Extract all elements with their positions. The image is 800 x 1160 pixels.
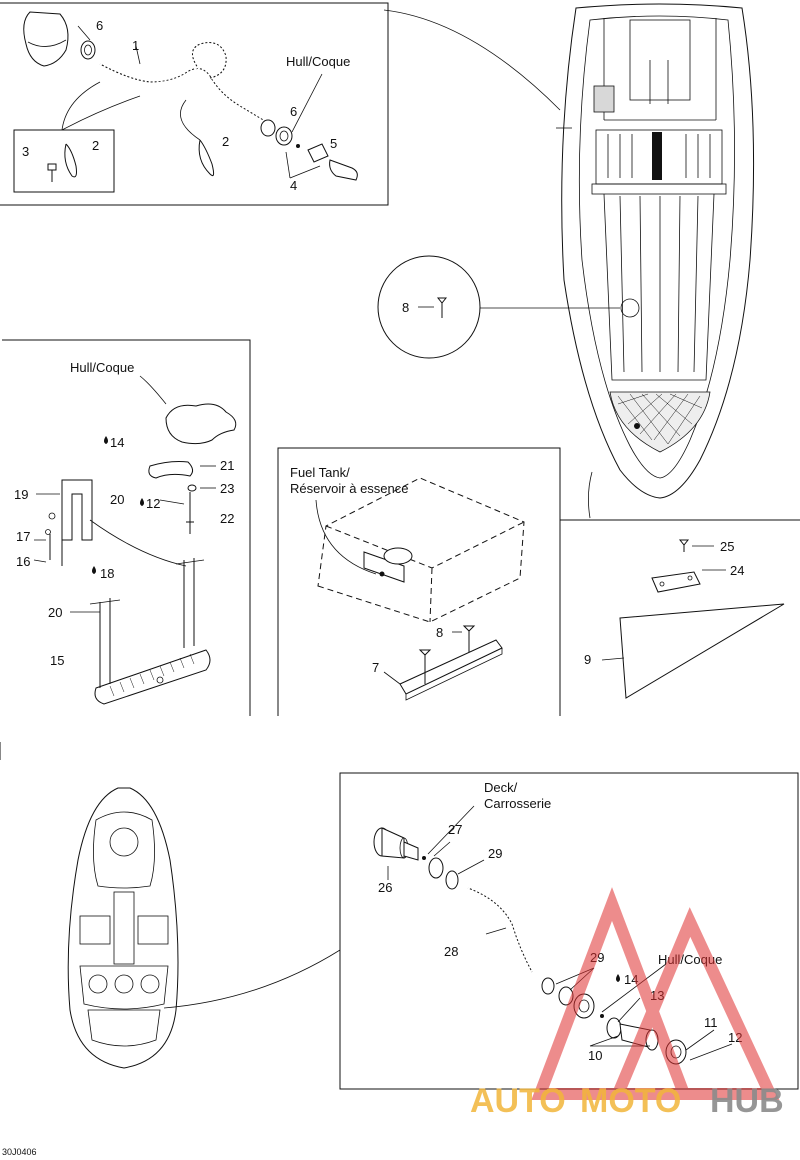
plate-panel [559, 519, 800, 716]
callout-9: 9 [584, 652, 591, 667]
callout-17: 17 [16, 529, 30, 544]
callout-2-box: 2 [92, 138, 99, 153]
deck-label-line1: Deck/ [484, 780, 518, 795]
callout-8-circle: 8 [402, 300, 409, 315]
callout-20-lower: 20 [48, 605, 62, 620]
oil-drop-icon [140, 498, 144, 506]
tank-title-line2: Réservoir à essence [290, 481, 409, 496]
callout-18: 18 [100, 566, 114, 581]
callout-6-lower: 6 [290, 104, 297, 119]
oil-drop-icon [92, 566, 96, 574]
callout-4: 4 [290, 178, 297, 193]
watercraft-front-view [0, 742, 341, 1069]
callout-21: 21 [220, 458, 234, 473]
label-hull-top: Hull/Coque [286, 54, 350, 69]
watercraft-top-view [556, 3, 755, 499]
label-hull-left: Hull/Coque [70, 360, 134, 375]
callout-7: 7 [372, 660, 379, 675]
callout-19: 19 [14, 487, 28, 502]
callout-24: 24 [730, 563, 744, 578]
tank-title-line1: Fuel Tank/ [290, 465, 350, 480]
deck-label-line2: Carrosserie [484, 796, 551, 811]
callout-1: 1 [132, 38, 139, 53]
hose-panel [0, 2, 561, 206]
callout-28: 28 [444, 944, 458, 959]
callout-29: 29 [488, 846, 502, 861]
callout-11: 11 [704, 1015, 718, 1030]
callout-14: 14 [110, 435, 124, 450]
callout-15: 15 [50, 653, 64, 668]
callout-26: 26 [378, 880, 392, 895]
callout-22: 22 [220, 511, 234, 526]
figure-code: 30J0406 [2, 1147, 37, 1157]
callout-2: 2 [222, 134, 229, 149]
detail-circle [377, 255, 620, 359]
triangle-logo-icon [531, 887, 780, 1100]
watermark-hub: HUB [710, 1082, 784, 1120]
watermark-auto: AUTO [470, 1082, 566, 1120]
oil-drop-icon [616, 974, 620, 982]
callout-5: 5 [330, 136, 337, 151]
oil-drop-icon [104, 436, 108, 444]
callout-3: 3 [22, 144, 29, 159]
callout-10: 10 [588, 1048, 602, 1063]
callout-25: 25 [720, 539, 734, 554]
callout-16: 16 [16, 554, 30, 569]
callout-23: 23 [220, 481, 234, 496]
callout-12: 12 [146, 496, 160, 511]
callout-8-tank: 8 [436, 625, 443, 640]
callout-6-top: 6 [96, 18, 103, 33]
hull-bracket-panel [2, 339, 251, 716]
callout-27: 27 [448, 822, 462, 837]
callout-20: 20 [110, 492, 124, 507]
watermark-moto: MOTO [580, 1082, 681, 1120]
